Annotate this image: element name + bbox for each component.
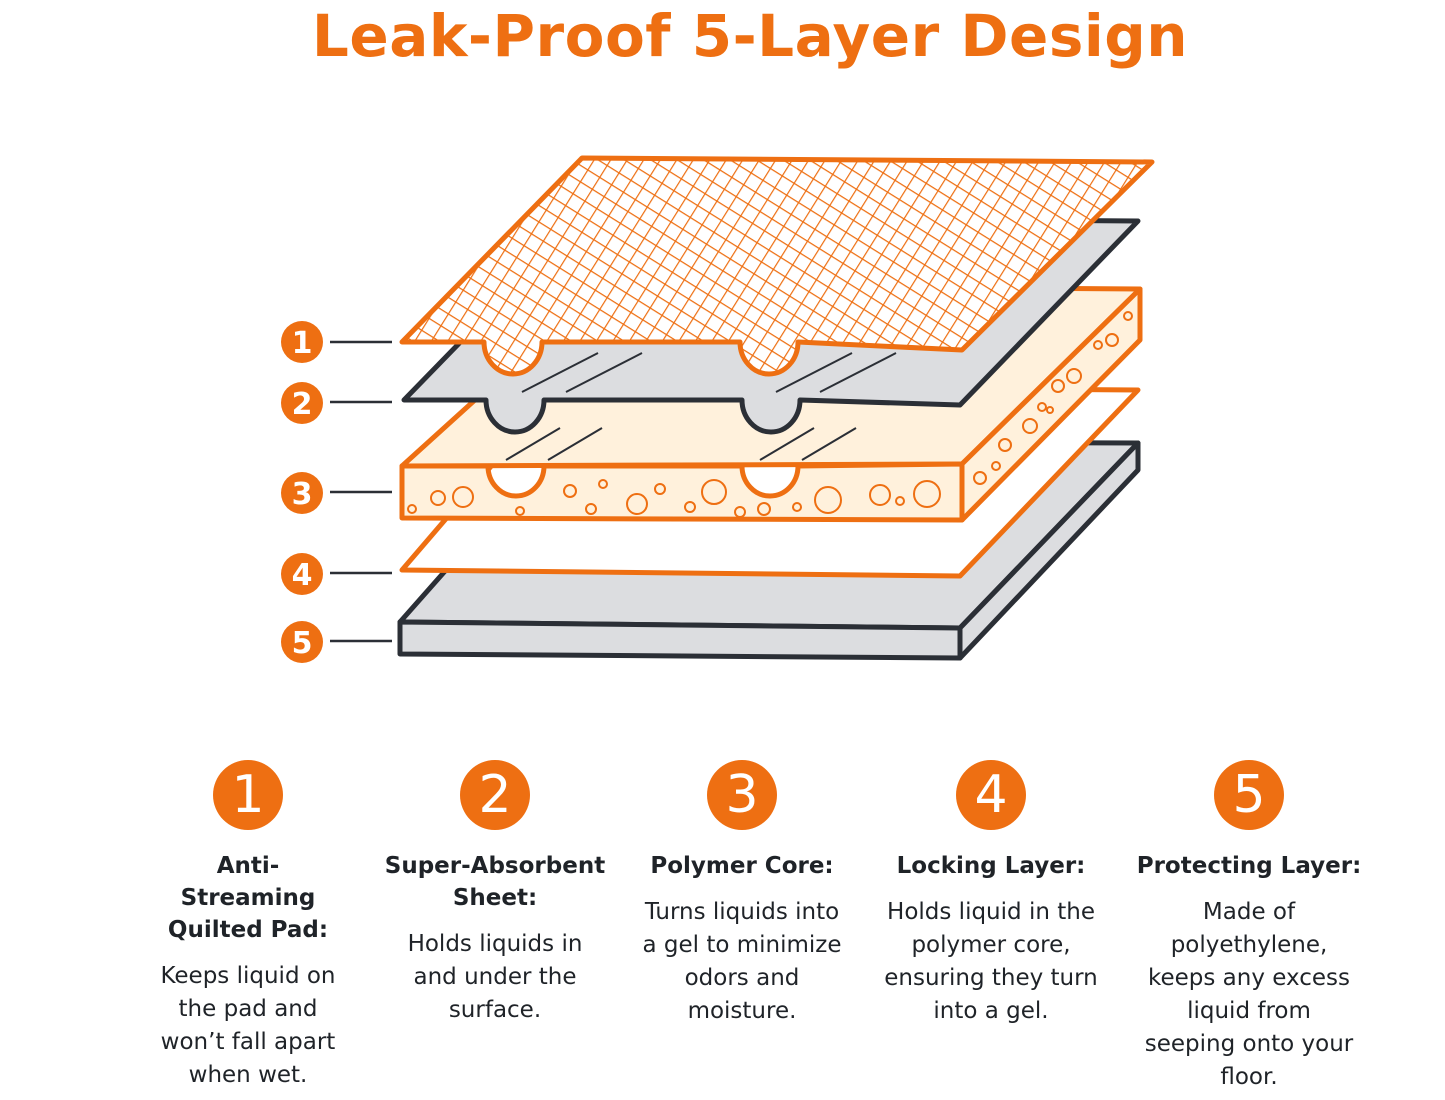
layer-column-1: 1 Anti-Streaming Quilted Pad: Keeps liqu… xyxy=(123,760,373,1092)
layer-number-badge: 2 xyxy=(460,760,530,830)
marker-3: 3 xyxy=(281,472,392,514)
layer-diagram: 1 2 3 4 5 xyxy=(281,155,1155,663)
page-title: Leak-Proof 5-Layer Design xyxy=(311,2,1189,70)
layer-column-4: 4 Locking Layer: Holds liquid in the pol… xyxy=(866,760,1116,1028)
layer-number-badge: 1 xyxy=(213,760,283,830)
layer-title: Super-Absorbent Sheet: xyxy=(384,853,606,911)
layer-number-badge: 4 xyxy=(956,760,1026,830)
layer-column-3: 3 Polymer Core: Turns liquids into a gel… xyxy=(617,760,867,1028)
marker-4: 4 xyxy=(281,553,392,595)
layer-number-badge: 5 xyxy=(1214,760,1284,830)
svg-text:5: 5 xyxy=(292,626,313,661)
layer-title: Polymer Core: xyxy=(650,853,834,879)
diagram-markers: 1 2 3 4 5 xyxy=(281,321,392,663)
layer-title: Anti-Streaming Quilted Pad: xyxy=(167,853,329,943)
svg-text:4: 4 xyxy=(292,558,313,593)
svg-text:2: 2 xyxy=(292,387,313,422)
layer-column-2: 2 Super-Absorbent Sheet: Holds liquids i… xyxy=(370,760,620,1027)
layer-description: Keeps liquid on the pad and won’t fall a… xyxy=(160,963,336,1088)
marker-2: 2 xyxy=(281,382,392,424)
polymer-bubbles xyxy=(407,311,1133,518)
layer-column-5: 5 Protecting Layer: Made of polyethylene… xyxy=(1124,760,1374,1094)
layer-description: Turns liquids into a gel to minimize odo… xyxy=(642,899,842,1024)
layer-title: Locking Layer: xyxy=(896,853,1086,879)
layer-3-front xyxy=(399,461,965,523)
layer-description: Holds liquid in the polymer core, ensuri… xyxy=(884,899,1098,1024)
svg-text:3: 3 xyxy=(292,477,313,512)
layer-1-quilted-pad xyxy=(399,155,1155,377)
marker-5: 5 xyxy=(281,621,392,663)
marker-1: 1 xyxy=(281,321,392,363)
absorbent-channel-lines xyxy=(505,352,897,461)
svg-text:1: 1 xyxy=(292,326,313,361)
layer-description: Made of polyethylene, keeps any excess l… xyxy=(1144,899,1354,1090)
layer-3-side xyxy=(959,286,1143,523)
layer-5-side xyxy=(957,440,1141,661)
layer-description: Holds liquids in and under the surface. xyxy=(407,931,583,1023)
layer-number-badge: 3 xyxy=(707,760,777,830)
layer-5-front xyxy=(397,619,963,661)
layer-title: Protecting Layer: xyxy=(1136,853,1362,879)
